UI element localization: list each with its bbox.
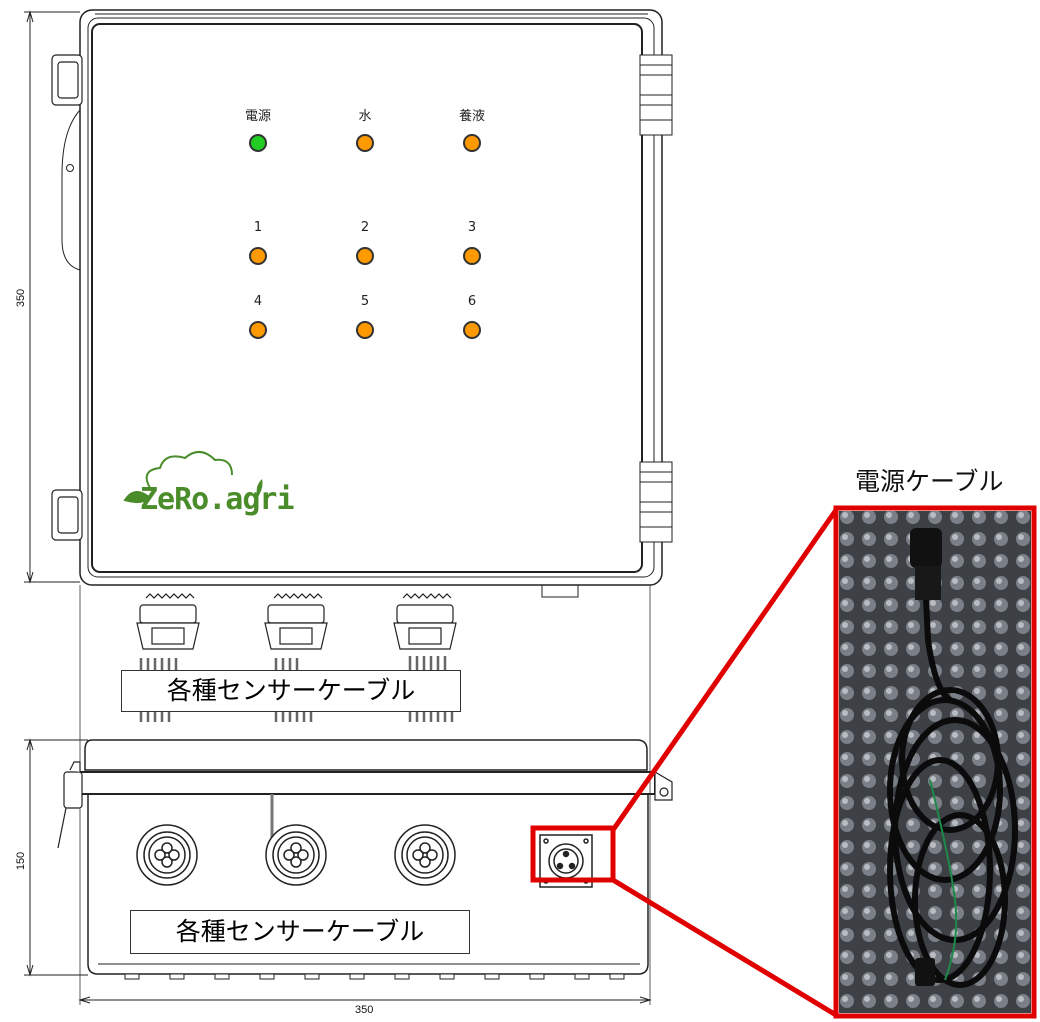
sensor-cable-label-lower: 各種センサーケーブル bbox=[130, 910, 470, 954]
logo-text: ZeRo.agri bbox=[140, 482, 295, 517]
left-hinge-top bbox=[51, 54, 83, 541]
right-hinges bbox=[639, 54, 673, 543]
channel-led-5 bbox=[356, 321, 374, 339]
round-connectors bbox=[136, 824, 456, 886]
nutrient-led bbox=[463, 134, 481, 152]
status-label-nutrient: 養液 bbox=[458, 109, 485, 124]
sensor-cable-label-upper: 各種センサーケーブル bbox=[121, 670, 461, 712]
dimension-label-width: 350 bbox=[355, 1004, 374, 1016]
top-enclosure bbox=[79, 9, 663, 598]
cable-glands bbox=[136, 593, 457, 650]
power-cable-title: 電源ケーブル bbox=[855, 467, 1004, 496]
channel-led-3 bbox=[463, 247, 481, 265]
channel-label-2: 2 bbox=[360, 220, 370, 235]
logo-icon bbox=[123, 451, 233, 504]
channel-label-5: 5 bbox=[360, 294, 370, 309]
logo-drop-icon bbox=[256, 479, 263, 497]
cable-strands bbox=[139, 656, 454, 722]
power-led bbox=[249, 134, 267, 152]
dimension-width bbox=[78, 996, 652, 1004]
channel-label-6: 6 bbox=[467, 294, 477, 309]
channel-led-2 bbox=[356, 247, 374, 265]
bottom-left-latch bbox=[57, 761, 83, 849]
dimension-top-height bbox=[24, 10, 80, 584]
dimension-bottom-height bbox=[24, 738, 88, 977]
channel-label-1: 1 bbox=[253, 220, 263, 235]
channel-label-4: 4 bbox=[253, 294, 263, 309]
channel-led-1 bbox=[249, 247, 267, 265]
dimension-label-top: 350 bbox=[15, 288, 28, 308]
water-led bbox=[356, 134, 374, 152]
led-grid bbox=[249, 134, 481, 339]
channel-led-6 bbox=[463, 321, 481, 339]
bottom-right-latch bbox=[654, 770, 673, 801]
status-label-water: 水 bbox=[358, 109, 372, 124]
channel-label-3: 3 bbox=[467, 220, 477, 235]
status-label-power: 電源 bbox=[244, 109, 271, 124]
channel-led-4 bbox=[249, 321, 267, 339]
bottom-teeth bbox=[124, 973, 625, 980]
dimension-label-bottom: 150 bbox=[15, 851, 28, 871]
power-callout bbox=[530, 505, 1037, 1019]
